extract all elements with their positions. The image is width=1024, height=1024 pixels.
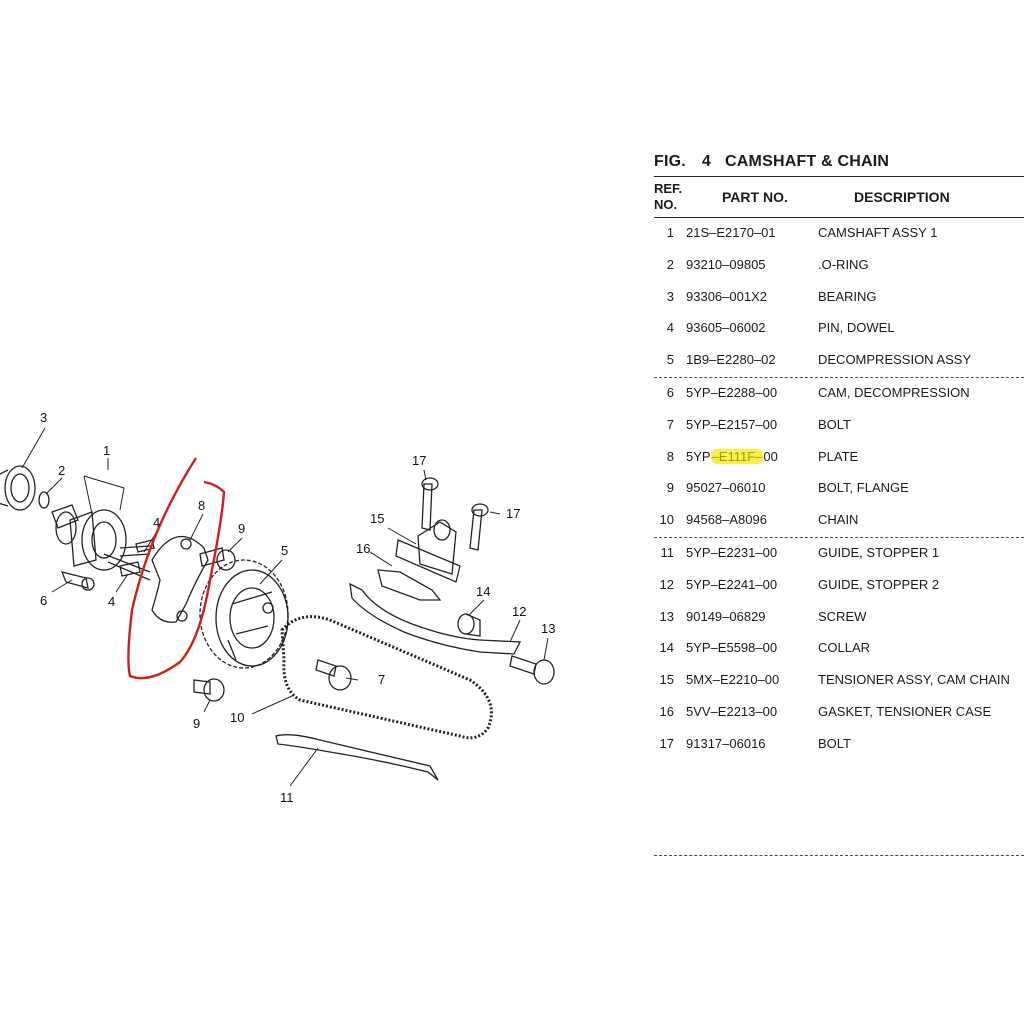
table-row-highlighted: 8 5YP–E111F–00 PLATE (666, 448, 859, 464)
table-row: 14 5YP–E5598–00 COLLAR (659, 640, 871, 656)
table-row: 13 90149–06829 SCREW (659, 608, 867, 624)
callout-11: 11 (280, 790, 294, 805)
callout-10: 10 (230, 710, 244, 725)
table-row: 2 93210–09805 .O-RING (666, 256, 869, 272)
bolt-part (315, 659, 352, 691)
table-row: 4 93605–06002 PIN, DOWEL (666, 320, 895, 336)
callout-7: 7 (378, 672, 385, 687)
chain-part (280, 615, 493, 740)
callout-16: 16 (356, 541, 370, 556)
callout-17: 17 (506, 506, 520, 521)
table-row: 15 5MX–E2210–00 TENSIONER ASSY, CAM CHAI… (659, 672, 1010, 688)
leader-lines (21, 427, 549, 787)
table-row: 16 5VV–E2213–00 GASKET, TENSIONER CASE (659, 703, 992, 719)
tensioner-bolt-part (469, 503, 489, 551)
part-no-highlight: –E111F– (710, 448, 764, 464)
screw-part (509, 655, 555, 685)
dowel-pin-part (119, 561, 141, 577)
callout-4: 4 (153, 515, 160, 530)
callout-8: 8 (198, 498, 205, 513)
callout-6: 6 (40, 593, 47, 608)
exploded-diagram: 1 2 3 4 4 5 6 7 8 9 9 10 11 12 13 14 15 … (0, 410, 555, 805)
header-ref-no: REF. NO. (654, 181, 683, 212)
callout-4: 4 (108, 594, 115, 609)
collar-part (457, 613, 481, 637)
callout-14: 14 (476, 584, 490, 599)
table-row: 11 5YP–E2231–00 GUIDE, STOPPER 1 (660, 544, 940, 560)
table-header: REF. NO. PART NO. DESCRIPTION (654, 176, 1024, 218)
dowel-pin-part (135, 539, 155, 553)
camshaft-part (51, 504, 151, 581)
table-row: 9 95027–06010 BOLT, FLANGE (666, 480, 909, 496)
callout-1: 1 (103, 443, 110, 458)
sprocket-part (199, 559, 289, 669)
table-row: 10 94568–A8096 CHAIN (654, 505, 1024, 538)
callout-5: 5 (281, 543, 288, 558)
decompression-cam-part (60, 571, 95, 591)
plate-highlight-circle (127, 457, 226, 680)
callout-9: 9 (238, 521, 245, 536)
figure-label: FIG. (654, 153, 686, 170)
bearing-part (0, 465, 36, 511)
table-row: 6 5YP–E2288–00 CAM, DECOMPRESSION (666, 384, 970, 400)
parts-table-body: 1 21S–E2170–01 CAMSHAFT ASSY 1 2 93210–0… (654, 218, 1024, 761)
flange-bolt-part (193, 678, 225, 702)
callout-17: 17 (412, 453, 426, 468)
callout-15: 15 (370, 511, 384, 526)
figure-title: FIG. 4 CAMSHAFT & CHAIN (654, 148, 1024, 176)
header-part-no: PART NO. (722, 189, 788, 205)
table-row: 17 91317–06016 BOLT (659, 735, 851, 751)
callout-12: 12 (512, 604, 526, 619)
table-row: 7 5YP–E2157–00 BOLT (666, 416, 851, 432)
guide-stopper-2-part (349, 582, 522, 655)
o-ring-part (38, 491, 50, 509)
tensioner-part (395, 519, 461, 583)
figure-number: 4 (701, 153, 712, 170)
callout-9: 9 (193, 716, 200, 731)
table-row: 1 21S–E2170–01 CAMSHAFT ASSY 1 (666, 225, 938, 240)
highlighted-part-no: 5YP–E111F–00 (686, 448, 778, 464)
table-end-divider (654, 855, 1024, 856)
gasket-part (377, 569, 442, 601)
callout-13: 13 (541, 621, 555, 636)
plate-part (151, 535, 209, 623)
parts-list-panel: FIG. 4 CAMSHAFT & CHAIN REF. NO. PART NO. … (654, 148, 1024, 761)
guide-stopper-1-part (275, 734, 439, 781)
header-description: DESCRIPTION (854, 189, 950, 205)
figure-name: CAMSHAFT & CHAIN (725, 153, 890, 170)
table-row: 3 93306–001X2 BEARING (666, 288, 877, 304)
table-row: 5 1B9–E2280–02 DECOMPRESSION ASSY (654, 345, 1024, 378)
table-row: 12 5YP–E2241–00 GUIDE, STOPPER 2 (659, 576, 940, 592)
callout-2: 2 (58, 463, 65, 478)
callout-3: 3 (40, 410, 47, 425)
tensioner-bolt-part (421, 477, 439, 531)
